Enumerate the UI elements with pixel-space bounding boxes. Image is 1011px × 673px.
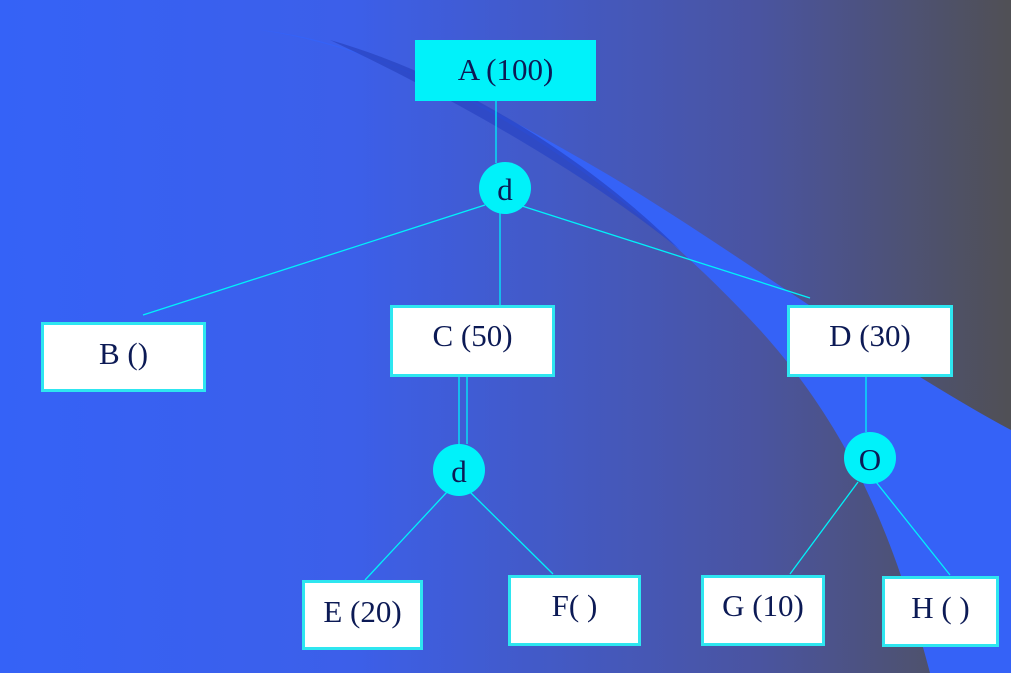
node-c: C (50) [390, 305, 555, 377]
node-e-label: E (20) [323, 594, 402, 629]
connector-lines [142, 100, 951, 581]
connector-d-middle-label: d [451, 454, 467, 489]
node-d-label: D (30) [829, 318, 911, 353]
line-o-to-h [875, 481, 951, 576]
line-d2-to-e [364, 491, 448, 581]
node-h-label: H ( ) [911, 590, 970, 625]
node-h: H ( ) [882, 576, 999, 647]
node-f-label: F( ) [551, 588, 598, 623]
connector-d-top: d [479, 162, 531, 214]
node-g: G (10) [701, 575, 825, 646]
node-b-label: B () [98, 336, 149, 371]
node-a-label: A (100) [457, 52, 554, 87]
connector-o: O [844, 432, 896, 484]
node-e: E (20) [302, 580, 423, 650]
node-f: F( ) [508, 575, 641, 646]
node-b: B () [41, 322, 206, 392]
connector-o-label: O [858, 442, 882, 477]
connector-d-middle: d [433, 444, 485, 496]
node-g-label: G (10) [722, 588, 804, 623]
node-a: A (100) [415, 40, 596, 101]
connector-d-top-label: d [497, 172, 513, 207]
line-d2-to-f [469, 491, 554, 575]
node-c-label: C (50) [432, 318, 513, 353]
line-d1-to-d [521, 205, 811, 299]
node-d: D (30) [787, 305, 953, 377]
line-o-to-g [789, 481, 859, 575]
line-d1-to-b [142, 204, 486, 316]
